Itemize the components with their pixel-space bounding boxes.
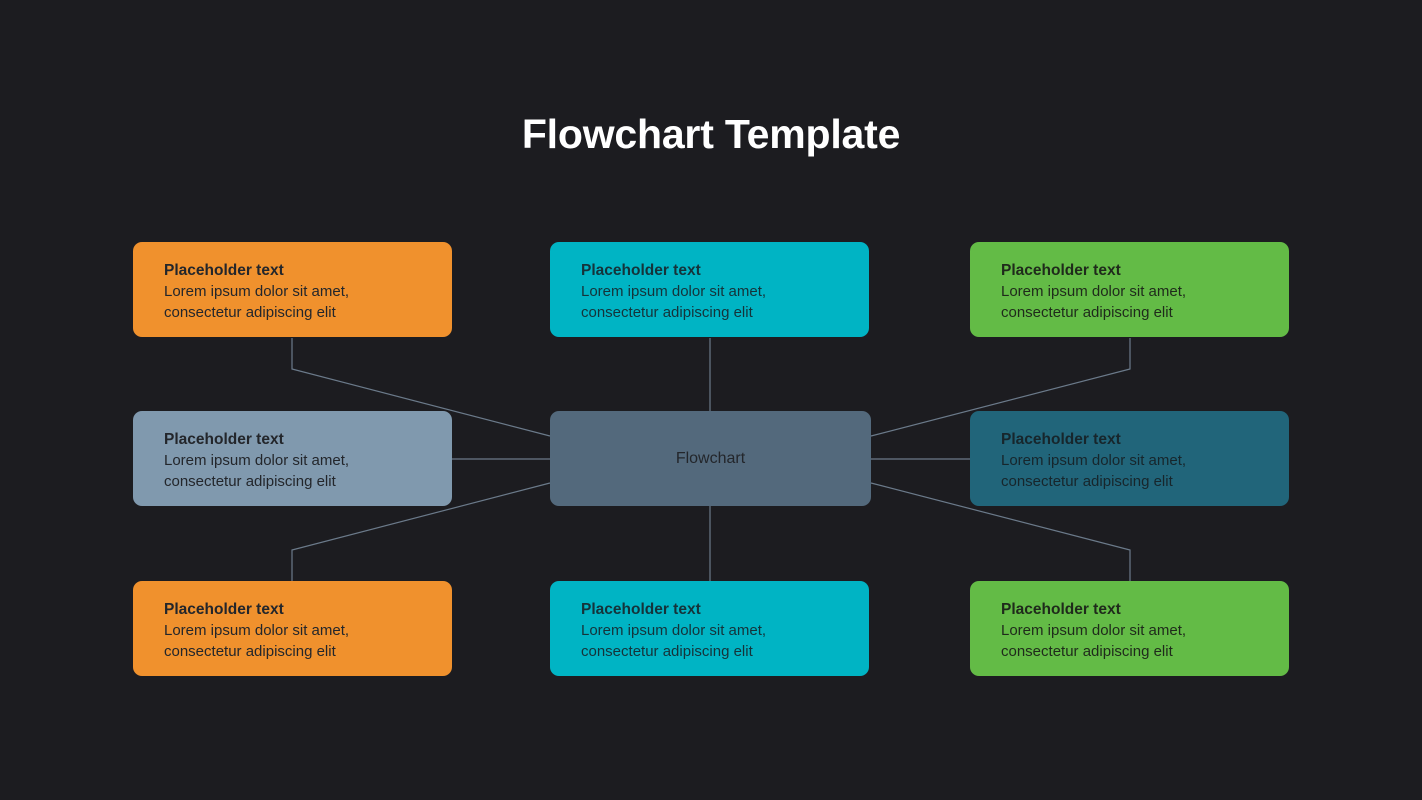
node-title: Placeholder text	[164, 431, 284, 448]
node-title: Placeholder text	[1001, 601, 1121, 618]
node-body-line-1: Lorem ipsum dolor sit amet,	[581, 283, 767, 300]
node-body-line-2: consectetur adipiscing elit	[581, 643, 753, 660]
node-title: Placeholder text	[581, 601, 701, 618]
node-middle-right[interactable]: Placeholder text Lorem ipsum dolor sit a…	[970, 411, 1289, 506]
node-body-line-2: consectetur adipiscing elit	[581, 304, 753, 321]
node-body-line-2: consectetur adipiscing elit	[164, 643, 336, 660]
node-body-line-2: consectetur adipiscing elit	[164, 304, 336, 321]
node-body-line-1: Lorem ipsum dolor sit amet,	[1001, 452, 1187, 469]
node-title: Placeholder text	[164, 601, 284, 618]
node-body-line-2: consectetur adipiscing elit	[1001, 473, 1173, 490]
node-title: Placeholder text	[1001, 431, 1121, 448]
node-title: Placeholder text	[1001, 262, 1121, 279]
node-body-line-1: Lorem ipsum dolor sit amet,	[164, 283, 350, 300]
node-body-line-1: Lorem ipsum dolor sit amet,	[164, 452, 350, 469]
center-node-label: Flowchart	[675, 450, 746, 467]
node-body-line-1: Lorem ipsum dolor sit amet,	[1001, 622, 1187, 639]
node-center-flowchart[interactable]: Flowchart	[550, 411, 871, 506]
node-title: Placeholder text	[581, 262, 701, 279]
node-body-line-2: consectetur adipiscing elit	[1001, 304, 1173, 321]
page-title: Flowchart Template	[521, 111, 901, 157]
node-bottom-left[interactable]: Placeholder text Lorem ipsum dolor sit a…	[133, 581, 452, 676]
node-top-center[interactable]: Placeholder text Lorem ipsum dolor sit a…	[550, 242, 869, 337]
node-body-line-1: Lorem ipsum dolor sit amet,	[164, 622, 350, 639]
node-body-line-2: consectetur adipiscing elit	[164, 473, 336, 490]
node-top-right[interactable]: Placeholder text Lorem ipsum dolor sit a…	[970, 242, 1289, 337]
node-body-line-1: Lorem ipsum dolor sit amet,	[581, 622, 767, 639]
node-body-line-1: Lorem ipsum dolor sit amet,	[1001, 283, 1187, 300]
node-top-left[interactable]: Placeholder text Lorem ipsum dolor sit a…	[133, 242, 452, 337]
node-bottom-right[interactable]: Placeholder text Lorem ipsum dolor sit a…	[970, 581, 1289, 676]
node-body-line-2: consectetur adipiscing elit	[1001, 643, 1173, 660]
node-bottom-center[interactable]: Placeholder text Lorem ipsum dolor sit a…	[550, 581, 869, 676]
node-middle-left[interactable]: Placeholder text Lorem ipsum dolor sit a…	[133, 411, 452, 506]
node-title: Placeholder text	[164, 262, 284, 279]
